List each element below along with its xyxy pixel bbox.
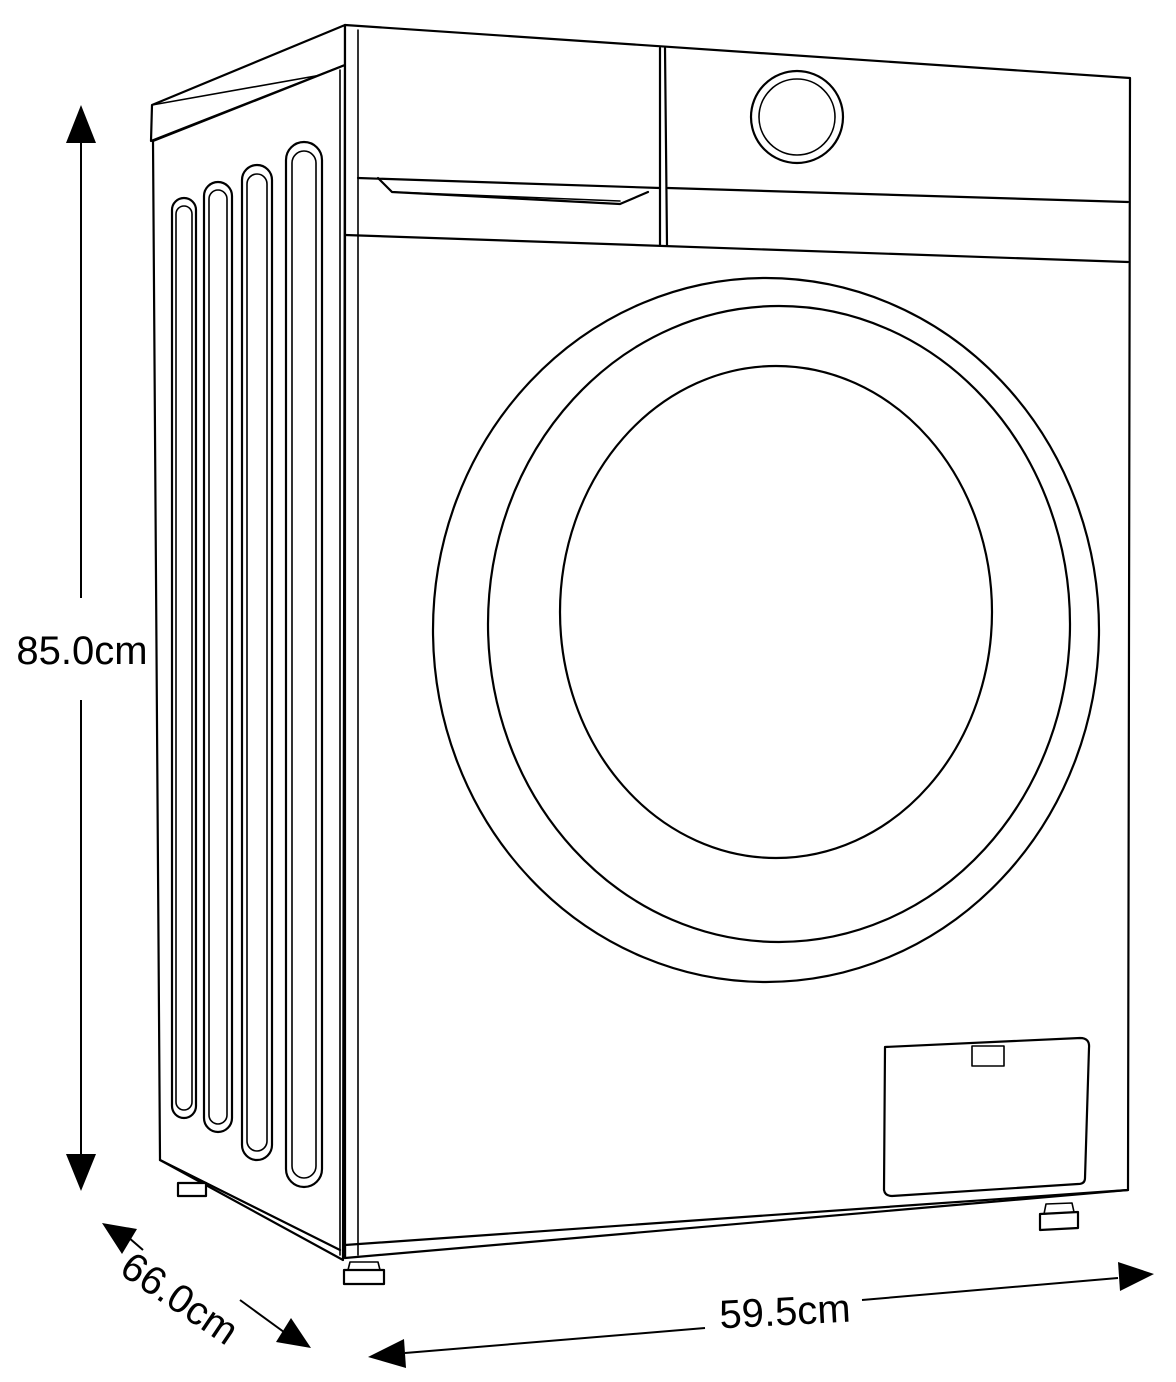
width-arrow-right [1118, 1262, 1154, 1291]
program-knob-icon [749, 69, 845, 165]
depth-dimension: 66.0cm [102, 1223, 311, 1354]
width-arrow-left [368, 1339, 406, 1368]
height-arrow-top [66, 105, 96, 143]
height-dimension: 85.0cm [16, 105, 148, 1191]
base-and-feet [158, 1158, 1130, 1286]
door [431, 276, 1101, 984]
depth-arrow-right [276, 1318, 311, 1348]
depth-label: 66.0cm [113, 1244, 246, 1354]
depth-arrow-left [102, 1223, 137, 1254]
side-ribs [170, 140, 324, 1189]
control-panel [343, 46, 1130, 264]
width-label: 59.5cm [718, 1287, 851, 1338]
height-arrow-bottom [66, 1154, 96, 1191]
filter-cover [882, 1036, 1091, 1198]
height-label: 85.0cm [16, 629, 147, 673]
width-dimension: 59.5cm [368, 1262, 1154, 1368]
front-body [343, 23, 1132, 1260]
side-panel [149, 23, 347, 1262]
